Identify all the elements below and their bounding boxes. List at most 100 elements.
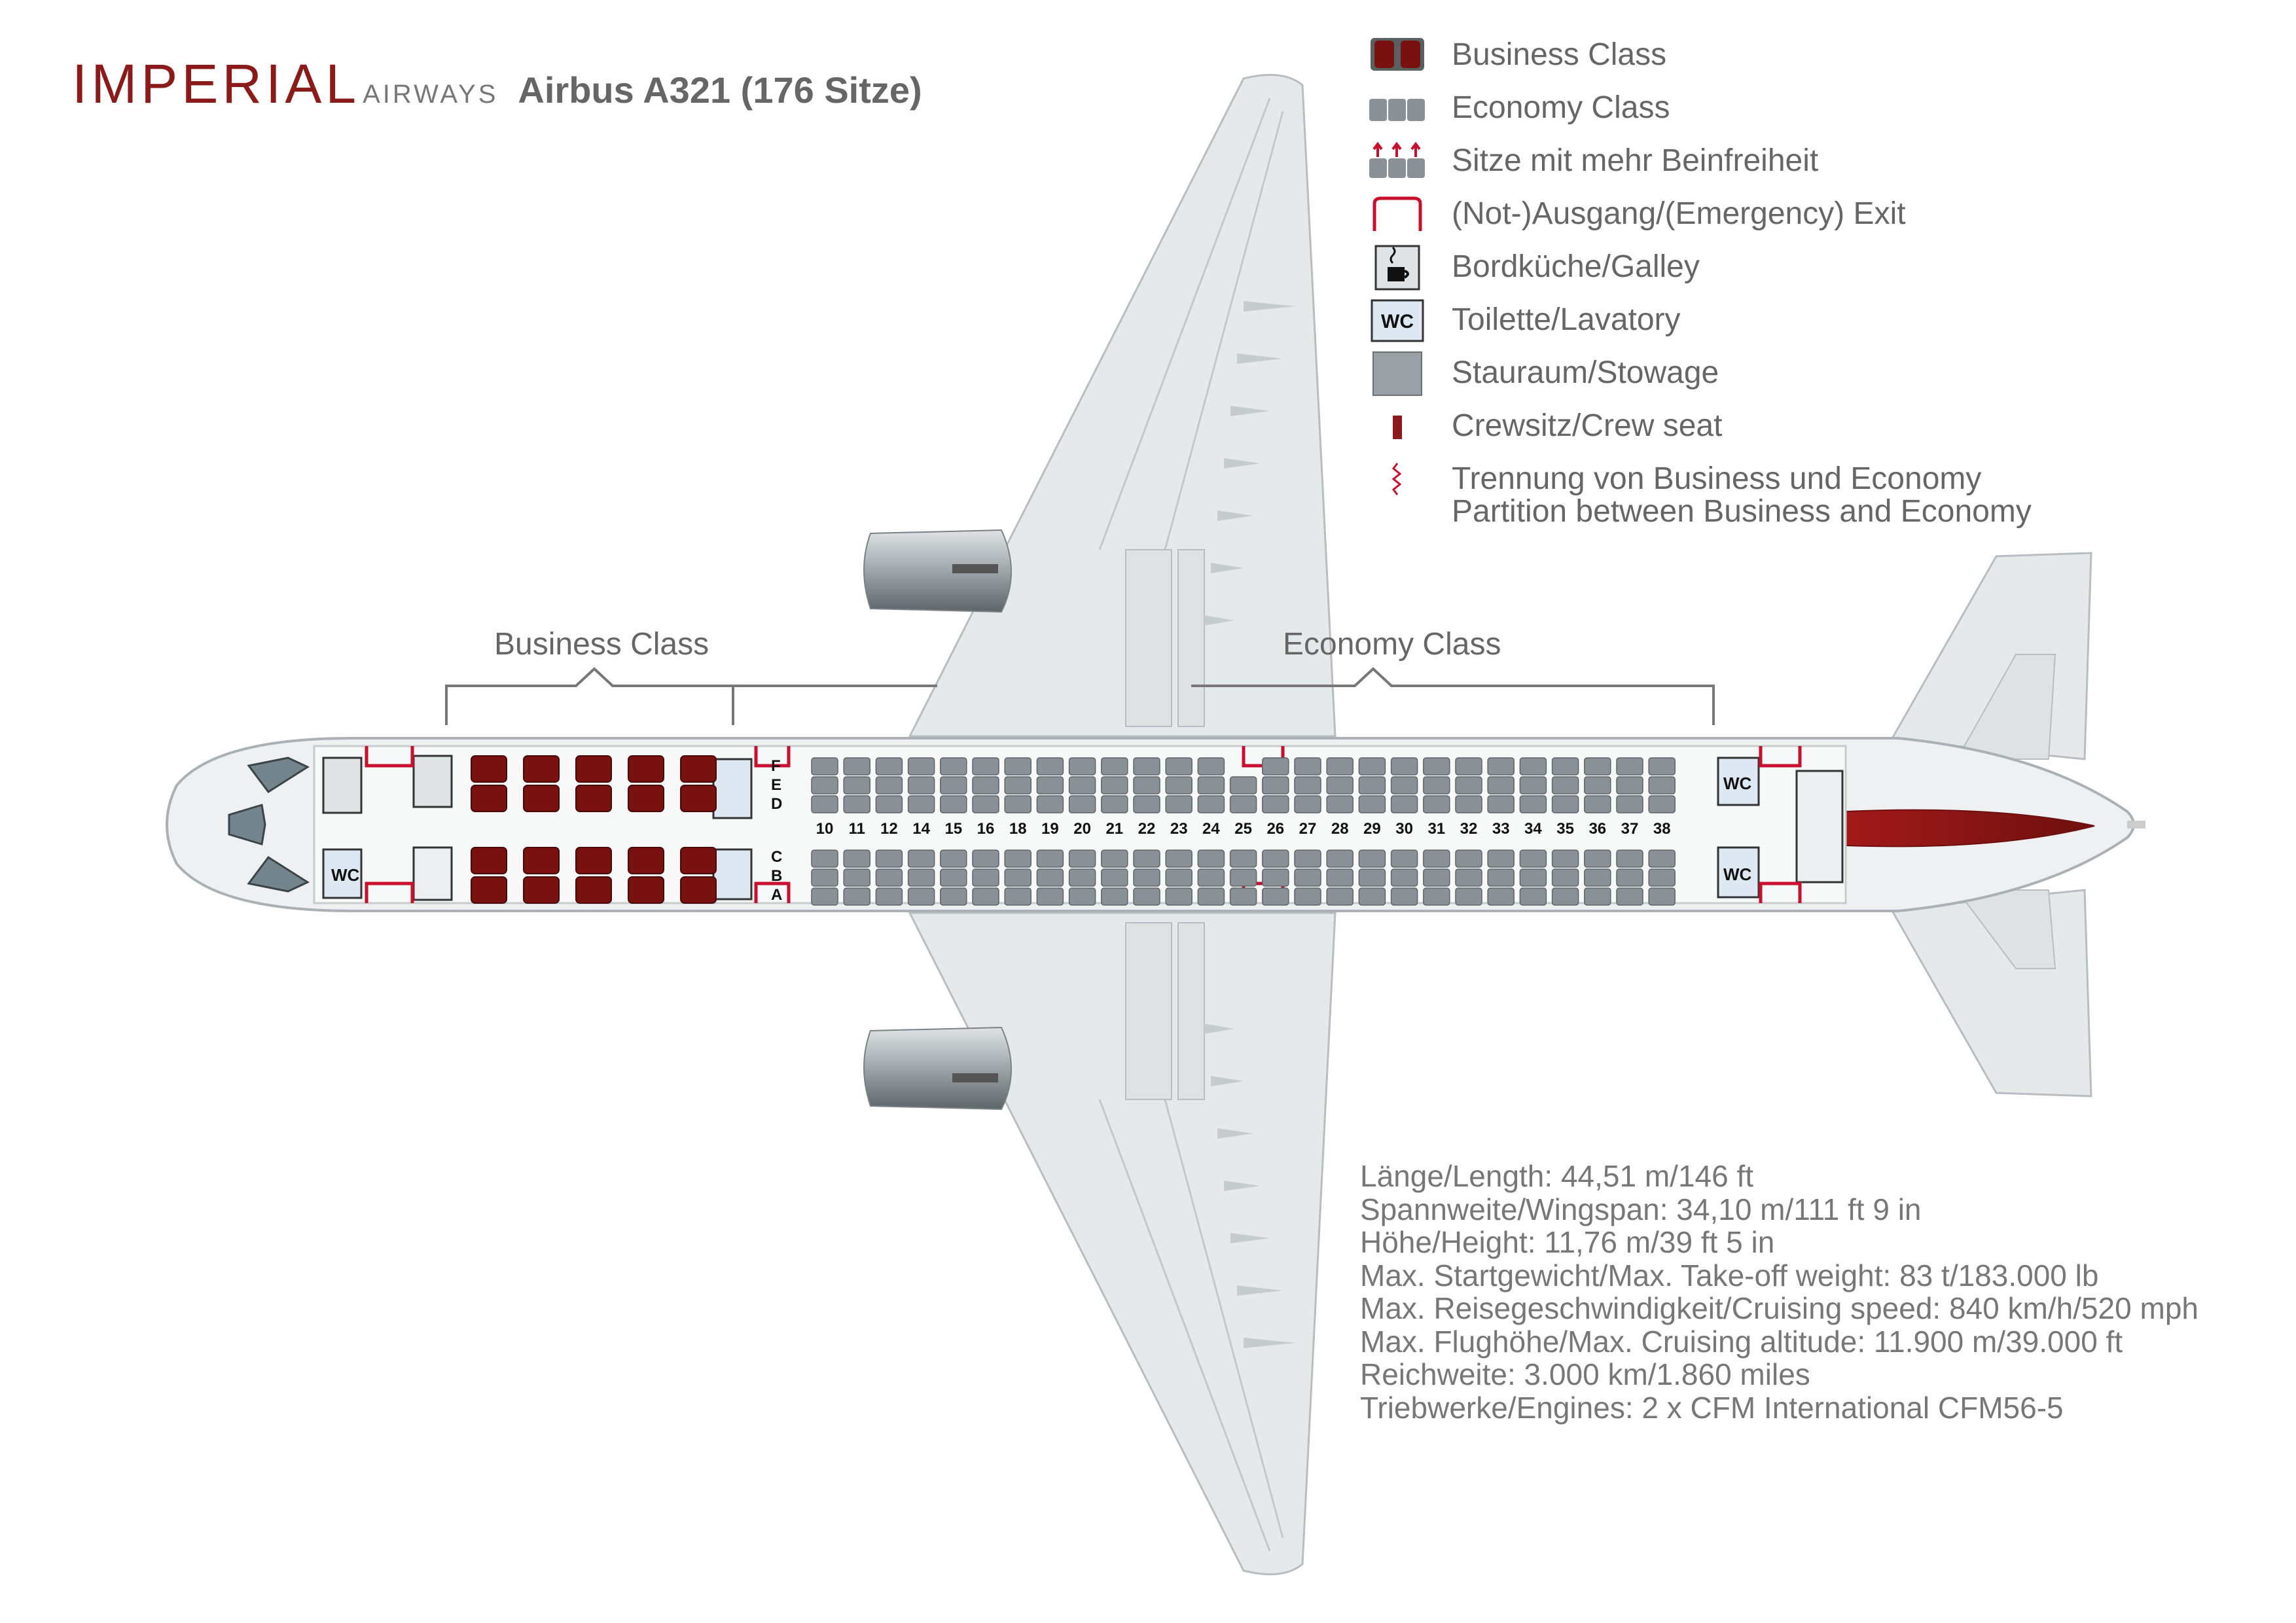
flap-fairings — [1204, 301, 1296, 1348]
economy-seat — [811, 887, 838, 906]
economy-seat — [1326, 868, 1354, 887]
header: IMPERIAL AIRWAYS Airbus A321 (176 Sitze) — [72, 52, 922, 116]
economy-seat — [1326, 757, 1354, 776]
economy-seat — [1004, 849, 1031, 868]
economy-seat — [1229, 868, 1257, 887]
row-number: 33 — [1492, 820, 1510, 838]
economy-seat — [1036, 887, 1064, 906]
legend-item-lavatory: WC Toilette/Lavatory — [1368, 298, 2088, 344]
legend-label: (Not-)Ausgang/(Emergency) Exit — [1452, 196, 1906, 231]
economy-seat — [1358, 795, 1386, 813]
economy-seat — [1101, 849, 1128, 868]
business-seat — [628, 847, 664, 874]
economy-seat — [1648, 757, 1676, 776]
row-number: 35 — [1556, 820, 1574, 838]
row-number: 14 — [912, 820, 930, 838]
legend-label: Trennung von Business und Economy — [1452, 461, 1982, 496]
economy-seat — [1616, 868, 1643, 887]
economy-seat — [1390, 757, 1418, 776]
economy-seat — [1101, 868, 1128, 887]
economy-seat — [1455, 776, 1482, 794]
economy-seat — [940, 795, 967, 813]
economy-seat — [1584, 868, 1611, 887]
economy-seat — [1390, 868, 1418, 887]
legend-item-stowage: Stauraum/Stowage — [1368, 351, 2088, 397]
economy-seat — [1648, 868, 1676, 887]
upper-horizontal-stabilizer — [1890, 552, 2092, 760]
economy-seat — [1519, 776, 1547, 794]
row-number: 28 — [1331, 820, 1349, 838]
legend-item-partition: Trennung von Business und Economy Partit… — [1368, 457, 2088, 535]
economy-seat — [1262, 868, 1289, 887]
legend-item-exit: (Not-)Ausgang/(Emergency) Exit — [1368, 192, 2088, 238]
business-seat — [523, 847, 560, 874]
economy-seat — [1133, 795, 1160, 813]
economy-seat — [1101, 757, 1128, 776]
economy-seat — [811, 868, 838, 887]
exit-icon — [1372, 196, 1422, 231]
economy-seat — [1262, 849, 1289, 868]
exits — [365, 746, 1802, 903]
business-seat — [680, 876, 717, 904]
economy-seat — [1358, 776, 1386, 794]
economy-seat — [1584, 887, 1611, 906]
economy-seat — [843, 757, 870, 776]
row-number: 23 — [1170, 820, 1188, 838]
economy-seat — [1133, 868, 1160, 887]
economy-seat — [1648, 887, 1676, 906]
business-seat — [471, 876, 507, 904]
economy-seat — [1294, 849, 1321, 868]
business-seat-icon — [1371, 38, 1424, 71]
legend-label: Sitze mit mehr Beinfreiheit — [1452, 143, 1819, 178]
row-number: 27 — [1299, 820, 1317, 838]
business-seat — [471, 847, 507, 874]
upper-engine — [863, 529, 1012, 613]
economy-seat — [972, 757, 999, 776]
seat-letter: D — [771, 795, 782, 813]
row-number: 11 — [849, 820, 865, 838]
rear-lav-wc-label-lower: WC — [1723, 865, 1752, 884]
economy-seat — [1197, 868, 1225, 887]
economy-seat — [1455, 868, 1482, 887]
economy-seat — [972, 887, 999, 906]
economy-seat — [1004, 776, 1031, 794]
spec-height: Höhe/Height: 11,76 m/39 ft 5 in — [1360, 1225, 1775, 1259]
economy-seat — [907, 795, 935, 813]
economy-seat — [1165, 757, 1193, 776]
business-seat — [471, 785, 507, 812]
economy-seat — [1262, 795, 1289, 813]
economy-seat — [1229, 849, 1257, 868]
row-number: 12 — [880, 820, 898, 838]
economy-seat — [811, 757, 838, 776]
economy-seat — [1423, 887, 1450, 906]
row-number: 31 — [1427, 820, 1445, 838]
seat-letter: E — [771, 776, 781, 794]
row-number: 16 — [977, 820, 995, 838]
economy-seat — [1068, 757, 1096, 776]
economy-seat — [1616, 757, 1643, 776]
economy-seat — [811, 795, 838, 813]
economy-seat — [1165, 868, 1193, 887]
legend-label: Toilette/Lavatory — [1452, 302, 1681, 337]
economy-seat — [1133, 776, 1160, 794]
aircraft-model-title: Airbus A321 (176 Sitze) — [518, 69, 922, 111]
lower-wing — [908, 912, 1336, 1576]
economy-seat-icon — [1369, 99, 1425, 121]
economy-seat — [1616, 849, 1643, 868]
economy-seat — [1004, 795, 1031, 813]
economy-seat — [907, 887, 935, 906]
row-number: 22 — [1138, 820, 1156, 838]
economy-seat — [1294, 757, 1321, 776]
economy-seat — [1519, 868, 1547, 887]
crew-seat-icon — [1393, 416, 1402, 439]
economy-seat — [1423, 757, 1450, 776]
economy-seat — [1326, 776, 1354, 794]
economy-seat — [1165, 849, 1193, 868]
seat-letter: A — [771, 886, 782, 904]
economy-seat — [875, 795, 903, 813]
economy-seat — [1648, 849, 1676, 868]
economy-seat — [1326, 887, 1354, 906]
economy-seat — [1390, 849, 1418, 868]
economy-seat — [1197, 776, 1225, 794]
economy-seat — [907, 757, 935, 776]
